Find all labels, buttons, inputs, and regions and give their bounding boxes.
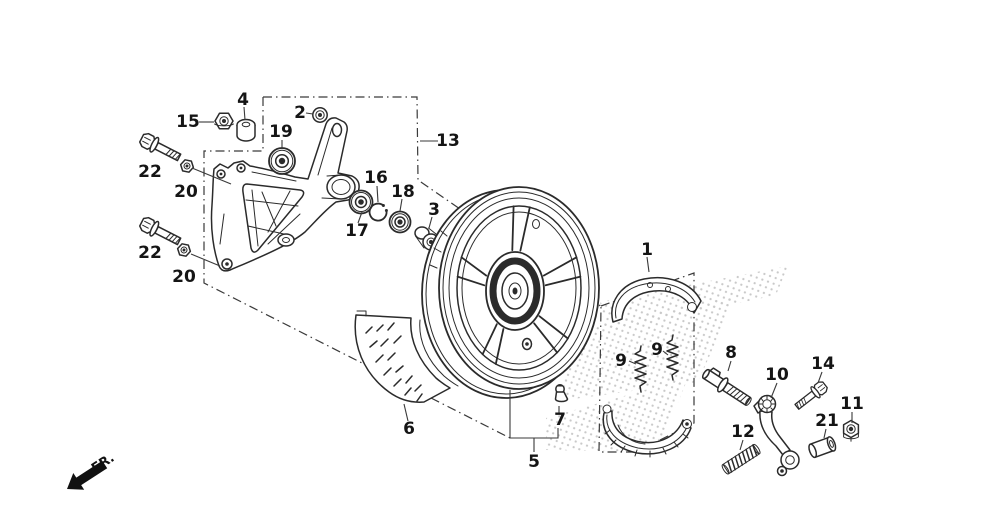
callout-13: 13 xyxy=(436,131,460,151)
callout-9-right: 9 xyxy=(651,340,663,360)
nut-11 xyxy=(842,419,860,442)
callout-8: 8 xyxy=(725,343,737,363)
dust-seal-18 xyxy=(388,210,412,234)
callout-2: 2 xyxy=(294,103,306,123)
bearing-19 xyxy=(268,147,296,175)
callout-14: 14 xyxy=(811,354,835,374)
fr-direction-indicator: FR. xyxy=(67,451,117,490)
brake-shoe-lower xyxy=(602,404,692,458)
leader-lines xyxy=(190,106,853,451)
callout-17: 17 xyxy=(345,221,369,241)
callout-20-top: 20 xyxy=(174,182,198,202)
callout-5: 5 xyxy=(528,452,540,472)
callout-11: 11 xyxy=(840,394,864,414)
brake-spring-right xyxy=(666,334,679,381)
bushing-2 xyxy=(312,107,328,123)
brake-cam-8 xyxy=(701,367,752,406)
callout-12: 12 xyxy=(731,422,755,442)
callout-22-top: 22 xyxy=(138,162,162,182)
rear-wheel-drawing xyxy=(421,186,600,399)
brake-arm-10 xyxy=(753,394,800,477)
callout-labels: 4 15 2 19 13 22 20 16 18 17 3 22 20 1 9 … xyxy=(138,90,864,472)
tire-tread-marks xyxy=(365,322,423,402)
brake-shoe-upper xyxy=(611,276,702,323)
bolt-22-top xyxy=(137,130,184,166)
fr-arrow-icon xyxy=(67,460,108,490)
collar-4 xyxy=(236,118,256,142)
bracket-5 xyxy=(509,390,559,452)
callout-15: 15 xyxy=(176,112,200,132)
brake-spring-left xyxy=(634,345,647,393)
callout-9-left: 9 xyxy=(615,351,627,371)
valve-stem-drawing xyxy=(554,384,569,403)
callout-19: 19 xyxy=(269,122,293,142)
callout-22-bottom: 22 xyxy=(138,243,162,263)
callout-18: 18 xyxy=(391,182,415,202)
callout-10: 10 xyxy=(765,365,789,385)
spring-12 xyxy=(721,443,761,475)
wheel-spokes xyxy=(456,205,582,365)
callout-16: 16 xyxy=(364,168,388,188)
nut-15 xyxy=(214,112,234,130)
callout-3: 3 xyxy=(428,200,440,220)
nut-20-bottom xyxy=(175,242,193,258)
group-box-1 xyxy=(598,272,695,453)
callout-4: 4 xyxy=(237,90,249,110)
callout-21: 21 xyxy=(815,411,839,431)
collar-21 xyxy=(808,436,837,459)
callout-7: 7 xyxy=(554,410,566,430)
group-box-13 xyxy=(203,96,603,439)
tire-section-drawing xyxy=(354,310,459,403)
callout-6: 6 xyxy=(403,419,415,439)
swingarm-drawing xyxy=(210,117,360,272)
nut-20-top xyxy=(178,158,196,174)
bolt-14 xyxy=(792,378,830,413)
callout-20-bottom: 20 xyxy=(172,267,196,287)
snap-ring-16 xyxy=(368,202,388,222)
callout-1: 1 xyxy=(641,240,653,260)
